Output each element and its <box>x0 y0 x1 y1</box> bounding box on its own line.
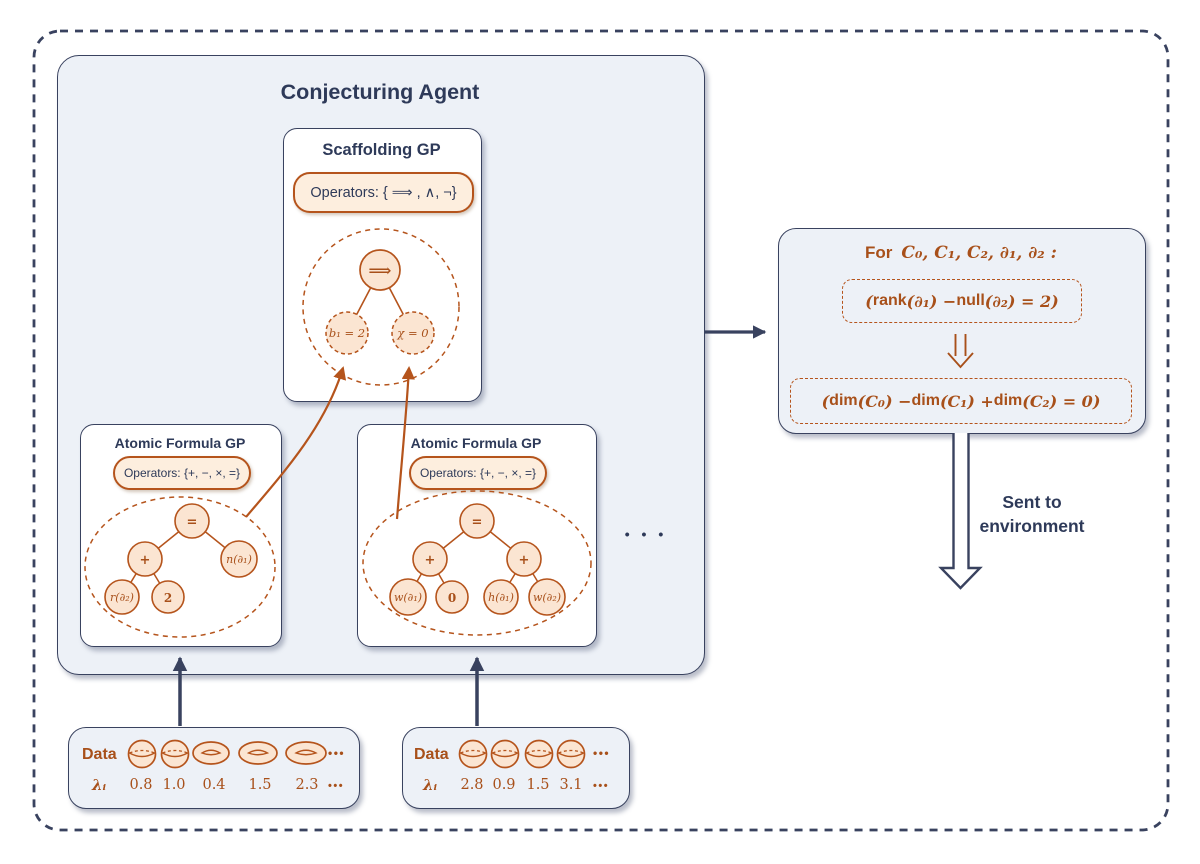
lambda-value: 0.4 <box>202 777 226 793</box>
conclusion-fn-dim: dim <box>829 392 858 409</box>
data-right-label: Data <box>414 746 449 763</box>
conclusion-part: (C₁) + <box>939 391 994 411</box>
data-left-label: Data <box>82 746 117 763</box>
agent-title: Conjecturing Agent <box>280 80 480 104</box>
premise-part: ( <box>865 291 873 311</box>
conclusion-formula-box: (dim(C₀) − dim(C₁) + dim(C₂) = 0) <box>790 378 1132 424</box>
data-right-shapes-ellipsis: ••• <box>593 746 611 760</box>
data-panel-left <box>68 727 360 809</box>
conjecture-title-math: C₀, C₁, C₂, ∂₁, ∂₂ : <box>901 243 1057 263</box>
conclusion-part: ( <box>821 391 830 411</box>
atomic-right-title: Atomic Formula GP <box>410 435 542 451</box>
lambda-value: 3.1 <box>559 777 583 793</box>
data-left-values-ellipsis: ••• <box>328 780 345 792</box>
premise-fn-null: null <box>956 292 985 309</box>
conclusion-part: (C₂) = 0) <box>1022 391 1101 411</box>
atomic-right-operators-label: Operators: {+, −, ×, =} <box>419 466 537 480</box>
conclusion-fn-dim: dim <box>911 392 940 409</box>
sent-to-environment-label: Sent to environment <box>979 492 1085 536</box>
scaffolding-gp-panel <box>283 128 482 402</box>
atomic-left-title: Atomic Formula GP <box>114 435 246 451</box>
premise-part: (∂₁) − <box>906 291 957 311</box>
premise-formula-box: (rank(∂₁) − null(∂₂) = 2) <box>842 279 1082 323</box>
scaffolding-title: Scaffolding GP <box>322 141 441 159</box>
premise-fn-rank: rank <box>872 292 907 309</box>
premise-part: (∂₂) = 2) <box>984 291 1059 311</box>
data-right-values-ellipsis: ••• <box>593 780 610 792</box>
data-right-lambda-label: λᵢ <box>423 776 438 794</box>
data-left-shapes-ellipsis: ••• <box>328 746 346 760</box>
atomic-left-operators-pill: Operators: {+, −, ×, =} <box>113 456 251 490</box>
atomic-left-operators-label: Operators: {+, −, ×, =} <box>123 466 241 480</box>
more-gps-ellipsis: • • • <box>624 526 668 542</box>
conclusion-part: (C₀) − <box>857 391 912 411</box>
conjecture-title: For C₀, C₁, C₂, ∂₁, ∂₂ : <box>778 243 1144 263</box>
data-left-lambda-label: λᵢ <box>92 776 107 794</box>
conclusion-fn-dim: dim <box>993 392 1023 409</box>
scaffolding-operators-pill: Operators: { ⟹ , ∧, ¬} <box>293 172 474 213</box>
conjecture-title-for: For <box>865 243 893 262</box>
data-panel-right <box>402 727 630 809</box>
atomic-right-operators-pill: Operators: {+, −, ×, =} <box>409 456 547 490</box>
lambda-value: 1.5 <box>248 777 272 793</box>
scaffolding-operators-label: Operators: { ⟹ , ∧, ¬} <box>310 184 457 201</box>
lambda-value: 1.0 <box>162 777 186 793</box>
lambda-value: 2.3 <box>295 777 319 793</box>
